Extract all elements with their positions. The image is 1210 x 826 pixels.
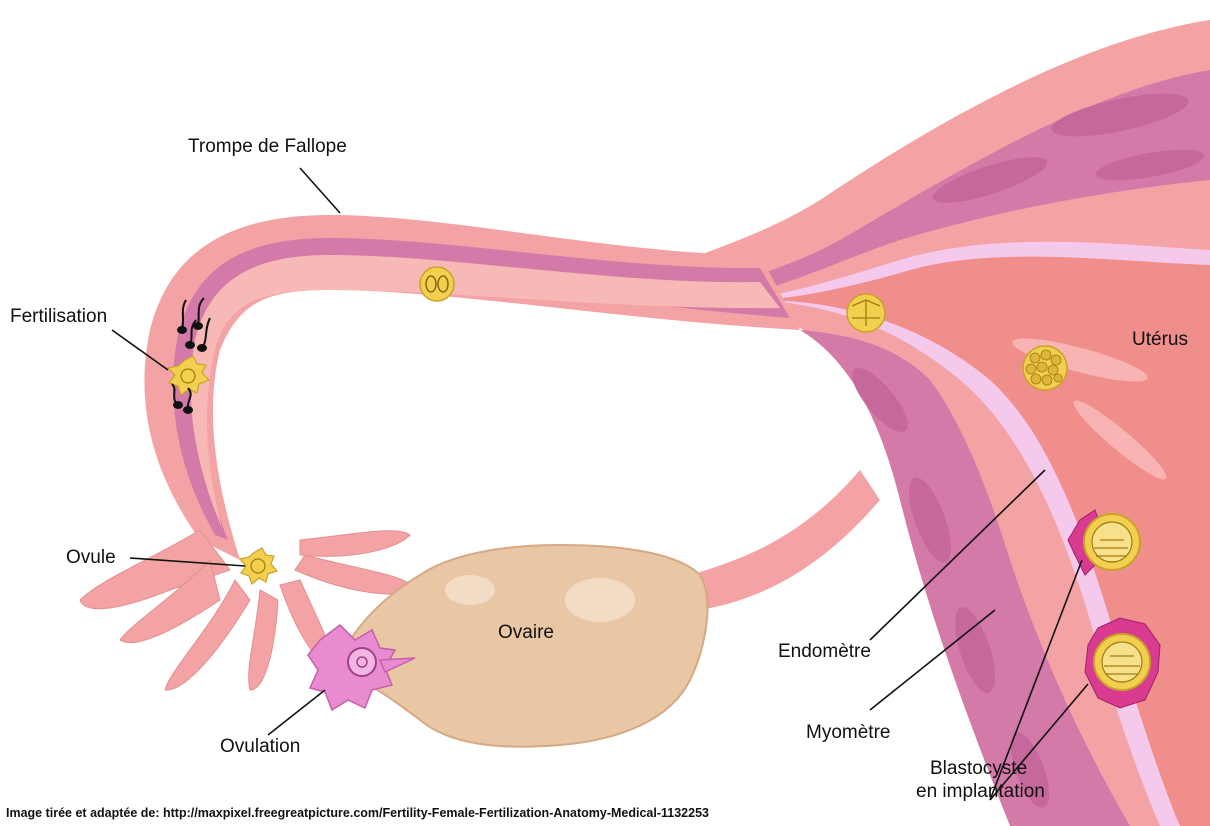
fallopian-tube — [144, 215, 800, 560]
label-ovulation: Ovulation — [220, 736, 300, 757]
leader-ovulation — [268, 690, 325, 735]
label-trompe-de-fallope: Trompe de Fallope — [188, 136, 347, 157]
two-cell-embryo — [420, 267, 454, 301]
ovarian-ligament — [690, 470, 880, 610]
ovum — [240, 548, 277, 584]
morula — [1023, 346, 1067, 390]
label-blastocyste: Blastocyste — [930, 758, 1027, 779]
ovary — [350, 545, 707, 747]
label-myometre: Myomètre — [806, 722, 890, 743]
four-cell-embryo — [847, 294, 885, 332]
label-ovaire: Ovaire — [498, 622, 554, 643]
image-credit: Image tirée et adaptée de: http://maxpix… — [6, 806, 709, 820]
leader-trompe — [300, 168, 340, 213]
label-fertilisation: Fertilisation — [10, 306, 107, 327]
uterus-body — [700, 20, 1210, 826]
label-endometre: Endomètre — [778, 641, 871, 662]
label-uterus: Utérus — [1132, 329, 1188, 350]
label-en-implantation: en implantation — [916, 781, 1045, 802]
label-ovule: Ovule — [66, 547, 116, 568]
